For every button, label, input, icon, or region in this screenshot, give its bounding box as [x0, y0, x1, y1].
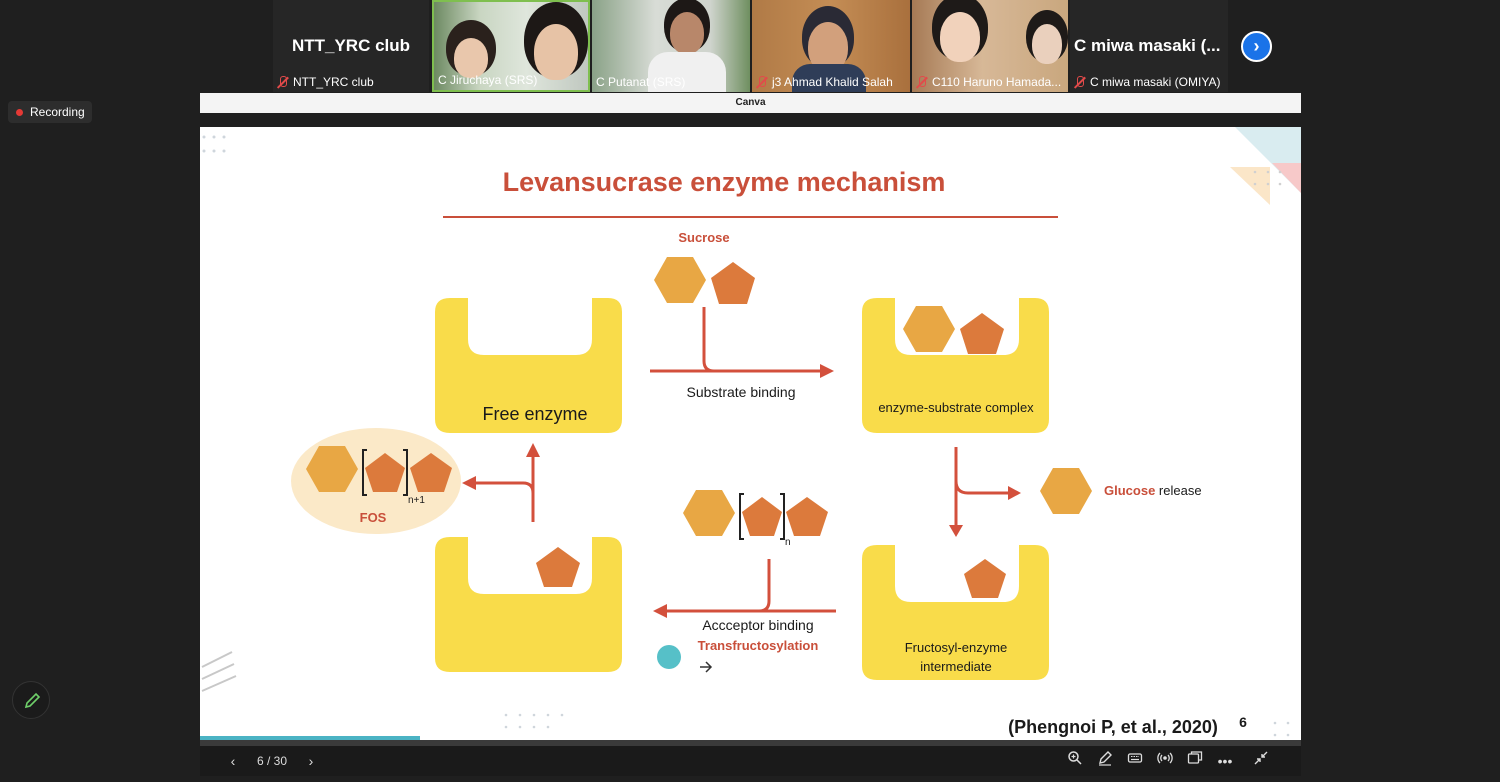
fructosyl-label-line1: Fructosyl-enzyme	[905, 640, 1008, 655]
citation: (Phengnoi P, et al., 2020)	[1008, 717, 1218, 737]
broadcast-button[interactable]	[1154, 750, 1176, 772]
participant-tile-jiruchaya[interactable]: C Jiruchaya (SRS)	[432, 0, 590, 92]
mic-off-icon	[756, 75, 768, 89]
acceptor-binding-label: Accceptor binding	[702, 617, 813, 633]
presentation-toolbar: ‹ 6 / 30 › •••	[200, 746, 1301, 776]
es-complex-shape	[862, 298, 1049, 433]
sucrose-pentagon	[711, 262, 755, 304]
chevron-left-icon: ‹	[230, 753, 236, 769]
participant-caption: j3 Ahmad Khalid Salah	[772, 75, 893, 89]
fructosyl-enzyme-shape	[862, 545, 1049, 680]
fructosyl-label-line2: intermediate	[920, 659, 992, 674]
teal-dot	[657, 645, 681, 669]
participant-video	[752, 0, 910, 92]
sucrose-label: Sucrose	[678, 230, 729, 245]
chevron-right-icon: ›	[1253, 36, 1260, 56]
exit-fullscreen-button[interactable]	[1250, 750, 1272, 772]
sucrose-hexagon	[654, 257, 706, 303]
participant-tile-ntt[interactable]: NTT_YRC club NTT_YRC club	[273, 0, 429, 92]
slide-progress-bar	[200, 736, 420, 740]
glucose-hexagon	[1040, 468, 1092, 514]
mic-off-icon	[1074, 75, 1086, 89]
substrate-binding-label: Substrate binding	[687, 384, 796, 400]
zoom-icon	[1068, 751, 1082, 765]
exit-fullscreen-icon	[1254, 751, 1268, 765]
annotate-button[interactable]	[1094, 750, 1116, 772]
participant-caption: C Jiruchaya (SRS)	[438, 73, 538, 87]
participant-name-large: C miwa masaki (...	[1074, 36, 1221, 55]
participant-caption: C110 Haruno Hamada...	[932, 75, 1062, 89]
window-button[interactable]	[1184, 750, 1206, 772]
mic-off-icon	[277, 75, 289, 89]
participant-caption: C Putanat (SRS)	[596, 75, 686, 89]
next-participants-button[interactable]: ›	[1241, 31, 1272, 62]
participant-name-large: NTT_YRC club	[291, 36, 411, 55]
keyboard-icon	[1127, 753, 1143, 763]
participant-tile-ahmad[interactable]: j3 Ahmad Khalid Salah	[752, 0, 910, 92]
participant-caption: C miwa masaki (OMIYA)	[1090, 75, 1221, 89]
fos-label: FOS	[360, 510, 387, 525]
dots-decoration	[202, 135, 1290, 737]
more-icon: •••	[1217, 753, 1233, 769]
participant-tile-haruno[interactable]: C110 Haruno Hamada...	[912, 0, 1068, 92]
pen-tool-button[interactable]	[12, 681, 50, 719]
stripes-decoration	[201, 651, 237, 692]
recording-indicator: Recording	[8, 101, 92, 123]
share-title-bar: Canva	[200, 93, 1301, 113]
free-enzyme-shape	[435, 298, 622, 433]
shared-slide: Levansucrase enzyme mechanism Sucrose Fr…	[200, 127, 1301, 740]
next-page-button[interactable]: ›	[300, 750, 322, 772]
es-complex-label: enzyme-substrate complex	[878, 400, 1034, 415]
broadcast-icon	[1157, 752, 1173, 764]
small-arrow-icon	[700, 661, 713, 673]
participant-tile-miwa[interactable]: C miwa masaki (... C miwa masaki (OMIYA)	[1070, 0, 1228, 92]
transfructosylation-label: Transfructosylation	[698, 638, 819, 653]
free-enzyme-label: Free enzyme	[482, 404, 587, 424]
chevron-right-icon: ›	[308, 753, 314, 769]
slide-number: 6	[1239, 714, 1247, 730]
participant-video	[434, 2, 588, 90]
mic-off-icon	[916, 75, 928, 89]
participant-video	[912, 0, 1068, 92]
pen-icon	[24, 692, 41, 709]
annotate-icon	[1099, 751, 1112, 766]
slide-progress-track	[200, 740, 1301, 746]
slide-title: Levansucrase enzyme mechanism	[503, 167, 946, 197]
corner-decoration	[1230, 127, 1301, 205]
subscript-n: n	[785, 537, 791, 548]
prev-page-button[interactable]: ‹	[222, 750, 244, 772]
participant-caption: NTT_YRC club	[293, 75, 374, 89]
participant-video	[592, 0, 750, 92]
more-options-button[interactable]: •••	[1214, 750, 1236, 772]
participant-tile-putanat[interactable]: C Putanat (SRS)	[592, 0, 750, 92]
subscript-n-plus-1: n+1	[408, 495, 425, 506]
window-icon	[1187, 751, 1203, 764]
glucose-release-label: Glucose release	[1104, 483, 1202, 498]
zoom-button[interactable]	[1064, 750, 1086, 772]
keyboard-button[interactable]	[1124, 750, 1146, 772]
page-indicator: 6 / 30	[257, 754, 288, 768]
enzyme-bottom-left-shape	[435, 537, 622, 672]
